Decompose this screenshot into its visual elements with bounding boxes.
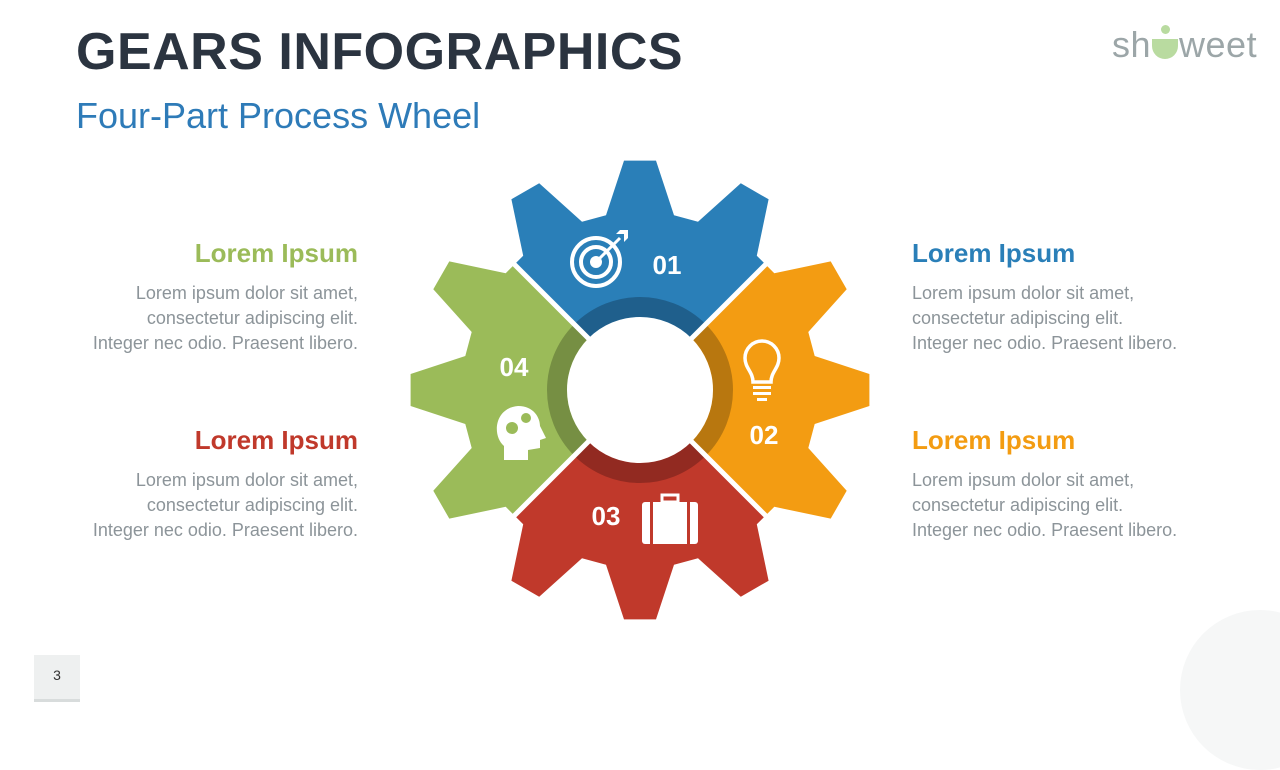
text-block-02: Lorem Ipsum Lorem ipsum dolor sit amet,c… bbox=[912, 425, 1212, 543]
logo-text-end: weet bbox=[1179, 24, 1258, 65]
gear-center-hole bbox=[567, 317, 713, 463]
segment-number-04: 04 bbox=[500, 352, 529, 382]
block-title: Lorem Ipsum bbox=[194, 425, 358, 455]
lightbulb-icon bbox=[743, 339, 781, 401]
block-body: Lorem ipsum dolor sit amet,consectetur a… bbox=[912, 470, 1178, 540]
block-body: Lorem ipsum dolor sit amet,consectetur a… bbox=[912, 283, 1178, 353]
briefcase-icon bbox=[642, 493, 698, 544]
logo-text-start: sh bbox=[1112, 24, 1152, 65]
block-body: Lorem ipsum dolor sit amet,consectetur a… bbox=[92, 283, 358, 353]
text-block-03: Lorem Ipsum Lorem ipsum dolor sit amet,c… bbox=[58, 425, 358, 543]
text-block-01: Lorem Ipsum Lorem ipsum dolor sit amet,c… bbox=[912, 238, 1212, 356]
gear-diagram: 01 02 03 04 bbox=[410, 160, 870, 620]
target-icon bbox=[570, 230, 628, 288]
text-block-04: Lorem Ipsum Lorem ipsum dolor sit amet,c… bbox=[58, 238, 358, 356]
block-title: Lorem Ipsum bbox=[194, 238, 358, 268]
page-number: 3 bbox=[34, 655, 80, 702]
block-body: Lorem ipsum dolor sit amet,consectetur a… bbox=[92, 470, 358, 540]
segment-number-03: 03 bbox=[592, 501, 621, 531]
page-subtitle: Four-Part Process Wheel bbox=[76, 95, 481, 136]
block-title: Lorem Ipsum bbox=[912, 425, 1076, 455]
segment-number-02: 02 bbox=[750, 420, 779, 450]
block-title: Lorem Ipsum bbox=[912, 238, 1076, 268]
head-gears-icon bbox=[496, 406, 546, 460]
segment-number-01: 01 bbox=[653, 250, 682, 280]
page-title: GEARS INFOGRAPHICS bbox=[76, 23, 684, 81]
